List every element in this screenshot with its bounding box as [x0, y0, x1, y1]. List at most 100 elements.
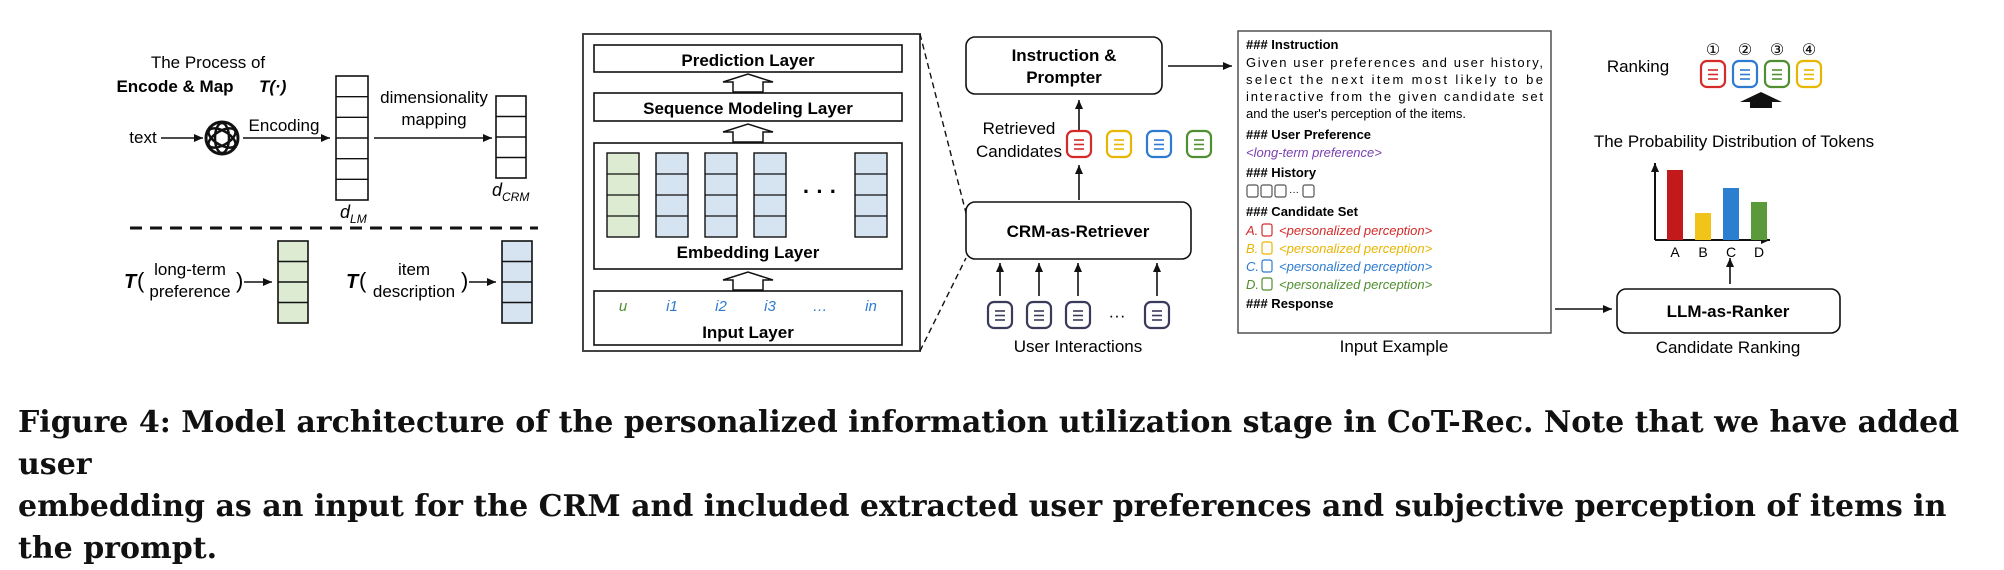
candidate-row-d: D. <personalized perception> — [1246, 277, 1433, 292]
zoom-line-top — [919, 33, 967, 214]
response-head: ### Response — [1246, 296, 1333, 311]
encode-title-line1: The Process of — [151, 53, 266, 72]
input-ellipsis: … — [813, 298, 828, 315]
input-i3: i3 — [764, 298, 776, 315]
retrieved-line2: Candidates — [976, 142, 1062, 161]
instruction-line-3: interactive from the given candidate set — [1246, 89, 1543, 104]
t-pref-open: ( — [137, 268, 145, 293]
embedding-columns — [606, 152, 888, 238]
embedding-in — [854, 152, 888, 238]
retriever-box — [965, 201, 1192, 260]
prompter-line2: Prompter — [1026, 68, 1102, 87]
ranked-doc-red-icon — [1699, 59, 1727, 89]
user-interactions-label: User Interactions — [1014, 337, 1143, 356]
ranker-box — [1616, 288, 1841, 334]
rank-1: ① — [1706, 42, 1720, 59]
embedding-layer-label: Embedding Layer — [677, 243, 820, 262]
candidate-doc-icon — [1261, 277, 1273, 291]
ranked-doc-green-icon — [1763, 59, 1791, 89]
bar-label-b: B — [1698, 244, 1707, 260]
prompt-example-panel: ### Instruction Given user preferences a… — [1237, 30, 1612, 356]
d-lm-label: dLM — [340, 202, 367, 226]
history-doc-icon — [1246, 184, 1259, 198]
candidate-row-b: B. <personalized perception> — [1246, 241, 1433, 256]
bar-c — [1723, 188, 1739, 240]
ranker-label: LLM-as-Ranker — [1667, 302, 1790, 321]
encode-map-panel: The Process of Encode & Map T(·) text En… — [116, 53, 538, 324]
candidate-ranking-caption: Candidate Ranking — [1656, 338, 1801, 357]
instruction-head: ### Instruction — [1246, 37, 1339, 52]
dim-label-line2: mapping — [401, 110, 466, 129]
history-doc-icon — [1274, 184, 1287, 198]
bar-label-d: D — [1754, 244, 1764, 260]
bar-d — [1751, 202, 1767, 240]
prob-distribution-title: The Probability Distribution of Tokens — [1594, 132, 1874, 151]
bar-label-a: A — [1670, 244, 1680, 260]
ranked-doc-yellow-icon — [1795, 59, 1823, 89]
dim-label-line1: dimensionality — [380, 88, 488, 107]
candidate-perception: <personalized perception> — [1279, 241, 1433, 256]
instruction-line-4: and the user's perception of the items. — [1246, 106, 1466, 121]
input-layer-box — [593, 290, 903, 346]
candidate-doc-icon — [1261, 259, 1273, 273]
architecture-figure: The Process of Encode & Map T(·) text En… — [116, 30, 1874, 357]
candidate-perception: <personalized perception> — [1279, 223, 1433, 238]
zoom-line-bottom — [919, 257, 967, 352]
interactions-ellipsis: ··· — [1109, 306, 1126, 325]
retriever-label: CRM-as-Retriever — [1007, 222, 1150, 241]
candidate-letter: B. — [1246, 241, 1258, 256]
ranking-panel: Ranking ① ② ③ ④ — [1594, 42, 1874, 357]
llm-logo-icon — [204, 120, 240, 156]
input-in: in — [865, 298, 877, 315]
item-line2: description — [373, 282, 455, 301]
embedding-i2 — [704, 152, 738, 238]
retrieval-panel: Instruction & Prompter Retrieved Candida… — [965, 36, 1232, 356]
encode-title-line2: Encode & Map — [116, 77, 233, 96]
interaction-doc-icon — [986, 300, 1014, 330]
candidate-letter: D. — [1246, 277, 1259, 292]
token-probability-chart: A B C D — [1651, 163, 1770, 260]
candidate-doc-green-icon — [1185, 129, 1213, 159]
history-doc-icons — [1246, 184, 1315, 198]
retrieved-candidate-icons — [1065, 129, 1213, 159]
item-vector — [501, 240, 533, 324]
encoding-label: Encoding — [249, 116, 320, 135]
pref-vector — [277, 240, 309, 324]
prompter-box — [965, 36, 1163, 95]
rank-2: ② — [1738, 42, 1752, 59]
embedding-layer-box — [593, 142, 903, 270]
history-head: ### History — [1246, 165, 1317, 180]
instruction-line-1: Given user preferences and user history, — [1246, 55, 1543, 70]
input-u: u — [619, 298, 628, 315]
bar-label-c: C — [1726, 244, 1736, 260]
d-crm-label: dCRM — [492, 180, 529, 204]
prediction-layer-label: Prediction Layer — [681, 51, 815, 70]
embedding-u — [606, 152, 640, 238]
caption-line-1: Figure 4: Model architecture of the pers… — [18, 405, 1960, 482]
encode-title-func: T(·) — [259, 77, 287, 96]
input-example-caption: Input Example — [1340, 337, 1449, 356]
interaction-doc-icon — [1025, 300, 1053, 330]
candidate-doc-yellow-icon — [1105, 129, 1133, 159]
lm-vector — [335, 75, 369, 201]
figure-caption: Figure 4: Model architecture of the pers… — [18, 402, 1988, 570]
candidate-doc-blue-icon — [1145, 129, 1173, 159]
candidate-row-a: A. <personalized perception> — [1245, 223, 1433, 238]
prompt-box — [1237, 30, 1552, 334]
candidate-letter: A. — [1245, 223, 1258, 238]
up-arrow-3 — [722, 271, 774, 291]
chart-category-labels: A B C D — [1670, 244, 1764, 260]
item-line1: item — [398, 260, 430, 279]
candidate-doc-icon — [1261, 223, 1273, 237]
chart-bars — [1667, 170, 1767, 240]
interaction-doc-icon — [1064, 300, 1092, 330]
t-pref-symbol: T — [124, 271, 138, 293]
input-tokens: u i1 i2 i3 … in — [619, 298, 877, 315]
preference-head: ### User Preference — [1246, 127, 1371, 142]
ranking-up-arrow — [1740, 92, 1782, 108]
sequence-layer-box — [593, 92, 903, 122]
bar-a — [1667, 170, 1683, 240]
input-i2: i2 — [715, 298, 727, 315]
rank-3: ③ — [1770, 42, 1784, 59]
crm-architecture-panel: Prediction Layer Sequence Modeling Layer — [582, 33, 967, 352]
